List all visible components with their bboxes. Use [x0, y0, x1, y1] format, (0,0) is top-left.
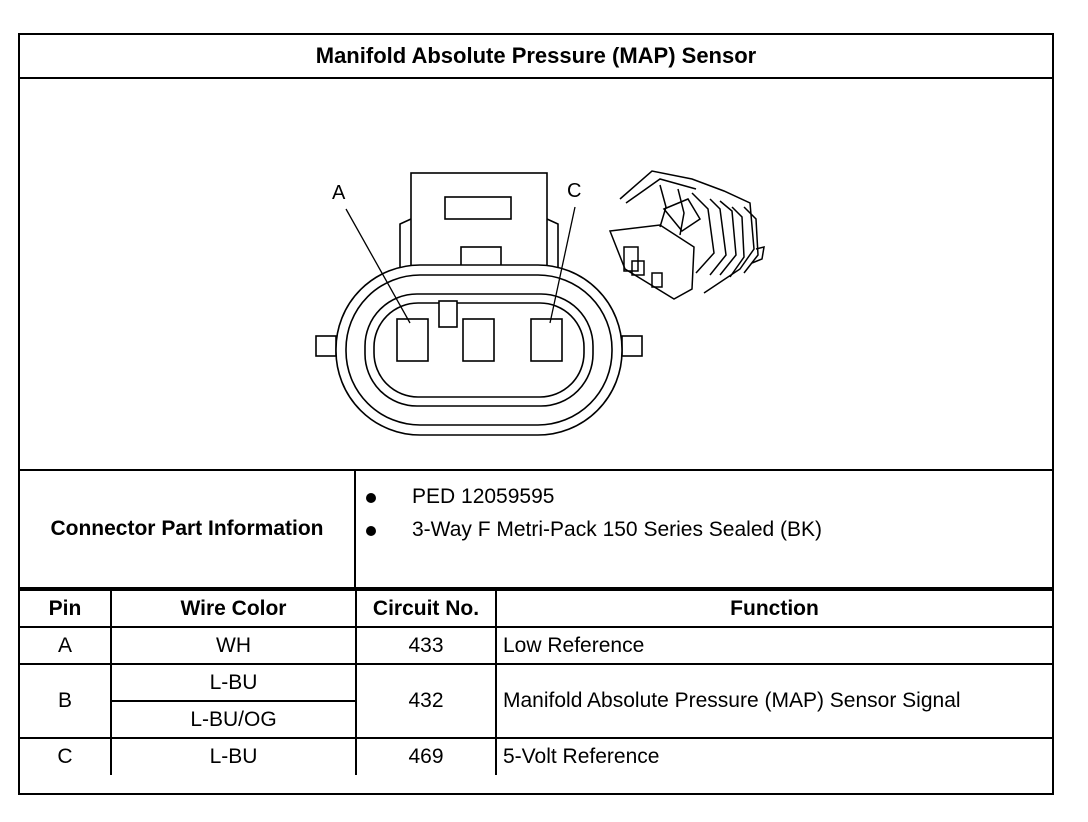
connector-sheet: Manifold Absolute Pressure (MAP) Sensor	[18, 33, 1054, 795]
wire-color-cell: WH	[110, 626, 357, 665]
function-cell: Manifold Absolute Pressure (MAP) Sensor …	[495, 663, 1052, 739]
bullet-icon	[366, 526, 376, 536]
pin-cell: C	[20, 737, 112, 775]
function-cell: Low Reference	[495, 626, 1052, 665]
table-row: A WH 433 Low Reference	[20, 626, 1052, 665]
pin-a-callout: A	[332, 182, 346, 204]
wire-color-cell: L-BU	[110, 663, 357, 702]
circuit-cell: 469	[355, 737, 497, 775]
circuit-header: Circuit No.	[355, 589, 497, 628]
pin-cell: A	[20, 626, 112, 665]
circuit-cell: 433	[355, 626, 497, 665]
circuit-cell: 432	[355, 663, 497, 739]
connector-info-row: Connector Part Information PED 12059595 …	[20, 471, 1052, 589]
bullet-icon	[366, 493, 376, 503]
connector-figure: A C	[20, 79, 1052, 471]
connector-info-list: PED 12059595 3-Way F Metri-Pack 150 Seri…	[356, 471, 1052, 587]
function-cell: 5-Volt Reference	[495, 737, 1052, 775]
connector-info-item: PED 12059595	[366, 485, 555, 509]
wire-color-cell: L-BU/OG	[111, 700, 356, 739]
connector-face-drawing: A C	[315, 170, 765, 436]
part-number: PED 12059595	[412, 485, 555, 508]
table-row: L-BU/OG	[20, 700, 1052, 739]
pin-header: Pin	[20, 589, 112, 628]
connector-info-label: Connector Part Information	[20, 471, 356, 587]
pin-cell: B	[20, 663, 112, 739]
function-header: Function	[495, 589, 1052, 628]
connector-description: 3-Way F Metri-Pack 150 Series Sealed (BK…	[412, 518, 823, 541]
wire-color-cell: L-BU	[110, 737, 357, 775]
table-row: C L-BU 469 5-Volt Reference	[20, 737, 1052, 775]
wire-color-header: Wire Color	[110, 589, 357, 628]
table-header-row: Pin Wire Color Circuit No. Function	[20, 589, 1052, 628]
connector-3d-illustration	[608, 170, 765, 300]
table-row: B L-BU 432 Manifold Absolute Pressure (M…	[20, 663, 1052, 739]
sheet-title: Manifold Absolute Pressure (MAP) Sensor	[20, 35, 1052, 79]
pin-c-callout: C	[567, 180, 581, 202]
connector-info-item: 3-Way F Metri-Pack 150 Series Sealed (BK…	[366, 518, 823, 542]
pinout-table: Pin Wire Color Circuit No. Function A WH…	[20, 589, 1052, 775]
